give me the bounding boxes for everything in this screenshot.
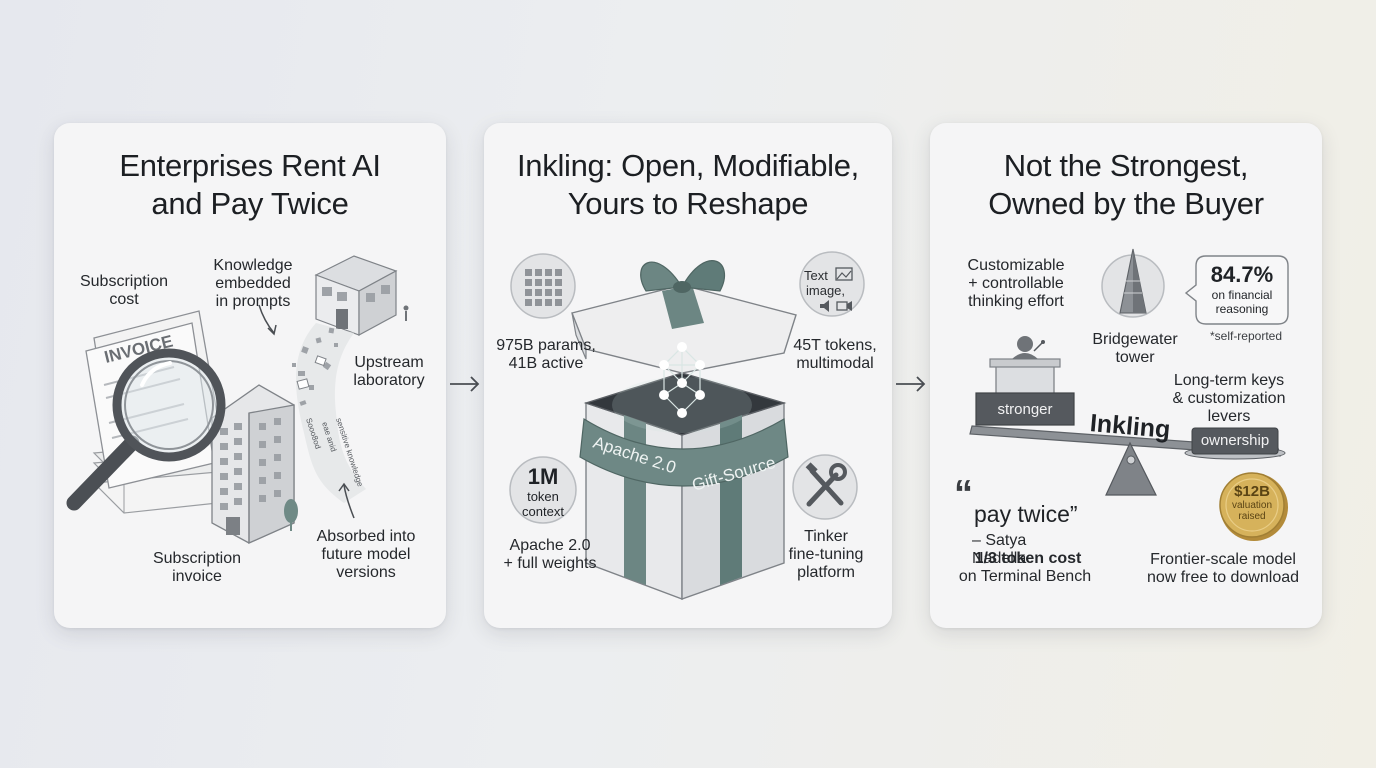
panel1-title: Enterprises Rent AI and Pay Twice	[119, 148, 381, 221]
svg-text:image,: image,	[806, 283, 845, 298]
coin-icon	[1219, 472, 1288, 541]
label-tokens: 45T tokens,multimodal	[793, 337, 877, 372]
svg-text:Text: Text	[804, 268, 828, 283]
terminal-bench: on Terminal Bench	[958, 568, 1092, 585]
stat-bubble-icon	[1184, 255, 1289, 325]
coin-text: $12B valuation raised	[1231, 483, 1273, 522]
gift-box-illustration: Text image,	[509, 251, 865, 601]
context-badge-icon	[509, 456, 577, 524]
knowledge-stream-icon: Sooo8od eae anid sensitive knowledge	[292, 323, 366, 503]
panel3-title: Not the Strongest, Owned by the Buyer	[988, 148, 1264, 221]
arrow-right-icon	[450, 376, 480, 392]
self-reported-note: *self-reported	[1209, 329, 1283, 343]
arrow-right-icon	[896, 376, 926, 392]
balance-scale-icon	[969, 425, 1286, 496]
office-tower-icon	[211, 384, 298, 545]
tools-icon	[792, 454, 858, 520]
token-cost: 1/3 token cost	[974, 550, 1082, 567]
label-apache: Apache 2.0+ full weights	[503, 537, 597, 572]
panel-inkling-open: Inkling: Open, Modifiable, Yours to Resh…	[484, 123, 892, 628]
context-badge-text: 1M token context	[522, 464, 564, 520]
tower-icon	[1101, 248, 1165, 318]
label-params: 975B params,41B active	[496, 337, 596, 372]
quote-attribution: – Satya Nadella	[972, 532, 1027, 567]
scale-illustration	[969, 248, 1289, 541]
panel-owned-by-buyer: Not the Strongest, Owned by the Buyer	[930, 123, 1322, 628]
quote-text: pay twice”	[974, 501, 1078, 527]
gift-box-icon: Apache 2.0 Gift-Source	[571, 260, 797, 601]
param-grid-icon	[510, 253, 576, 319]
quote-mark: “	[954, 473, 973, 515]
modality-icon: Text image,	[799, 251, 865, 317]
panel2-title: Inkling: Open, Modifiable, Yours to Resh…	[516, 148, 859, 221]
panel-rent-ai: Enterprises Rent AI and Pay Twice INVOIC…	[54, 123, 446, 628]
podium-icon	[975, 336, 1075, 426]
magnifier-icon	[66, 348, 226, 511]
stronger-label: stronger	[997, 401, 1053, 418]
stat-bubble-text: 84.7% on financial reasoning	[1210, 262, 1274, 316]
rent-ai-illustration: INVOICE	[66, 255, 409, 545]
pointer-arrows	[258, 304, 355, 519]
ownership-label: ownership	[1200, 432, 1270, 449]
lab-building-icon	[314, 255, 409, 337]
